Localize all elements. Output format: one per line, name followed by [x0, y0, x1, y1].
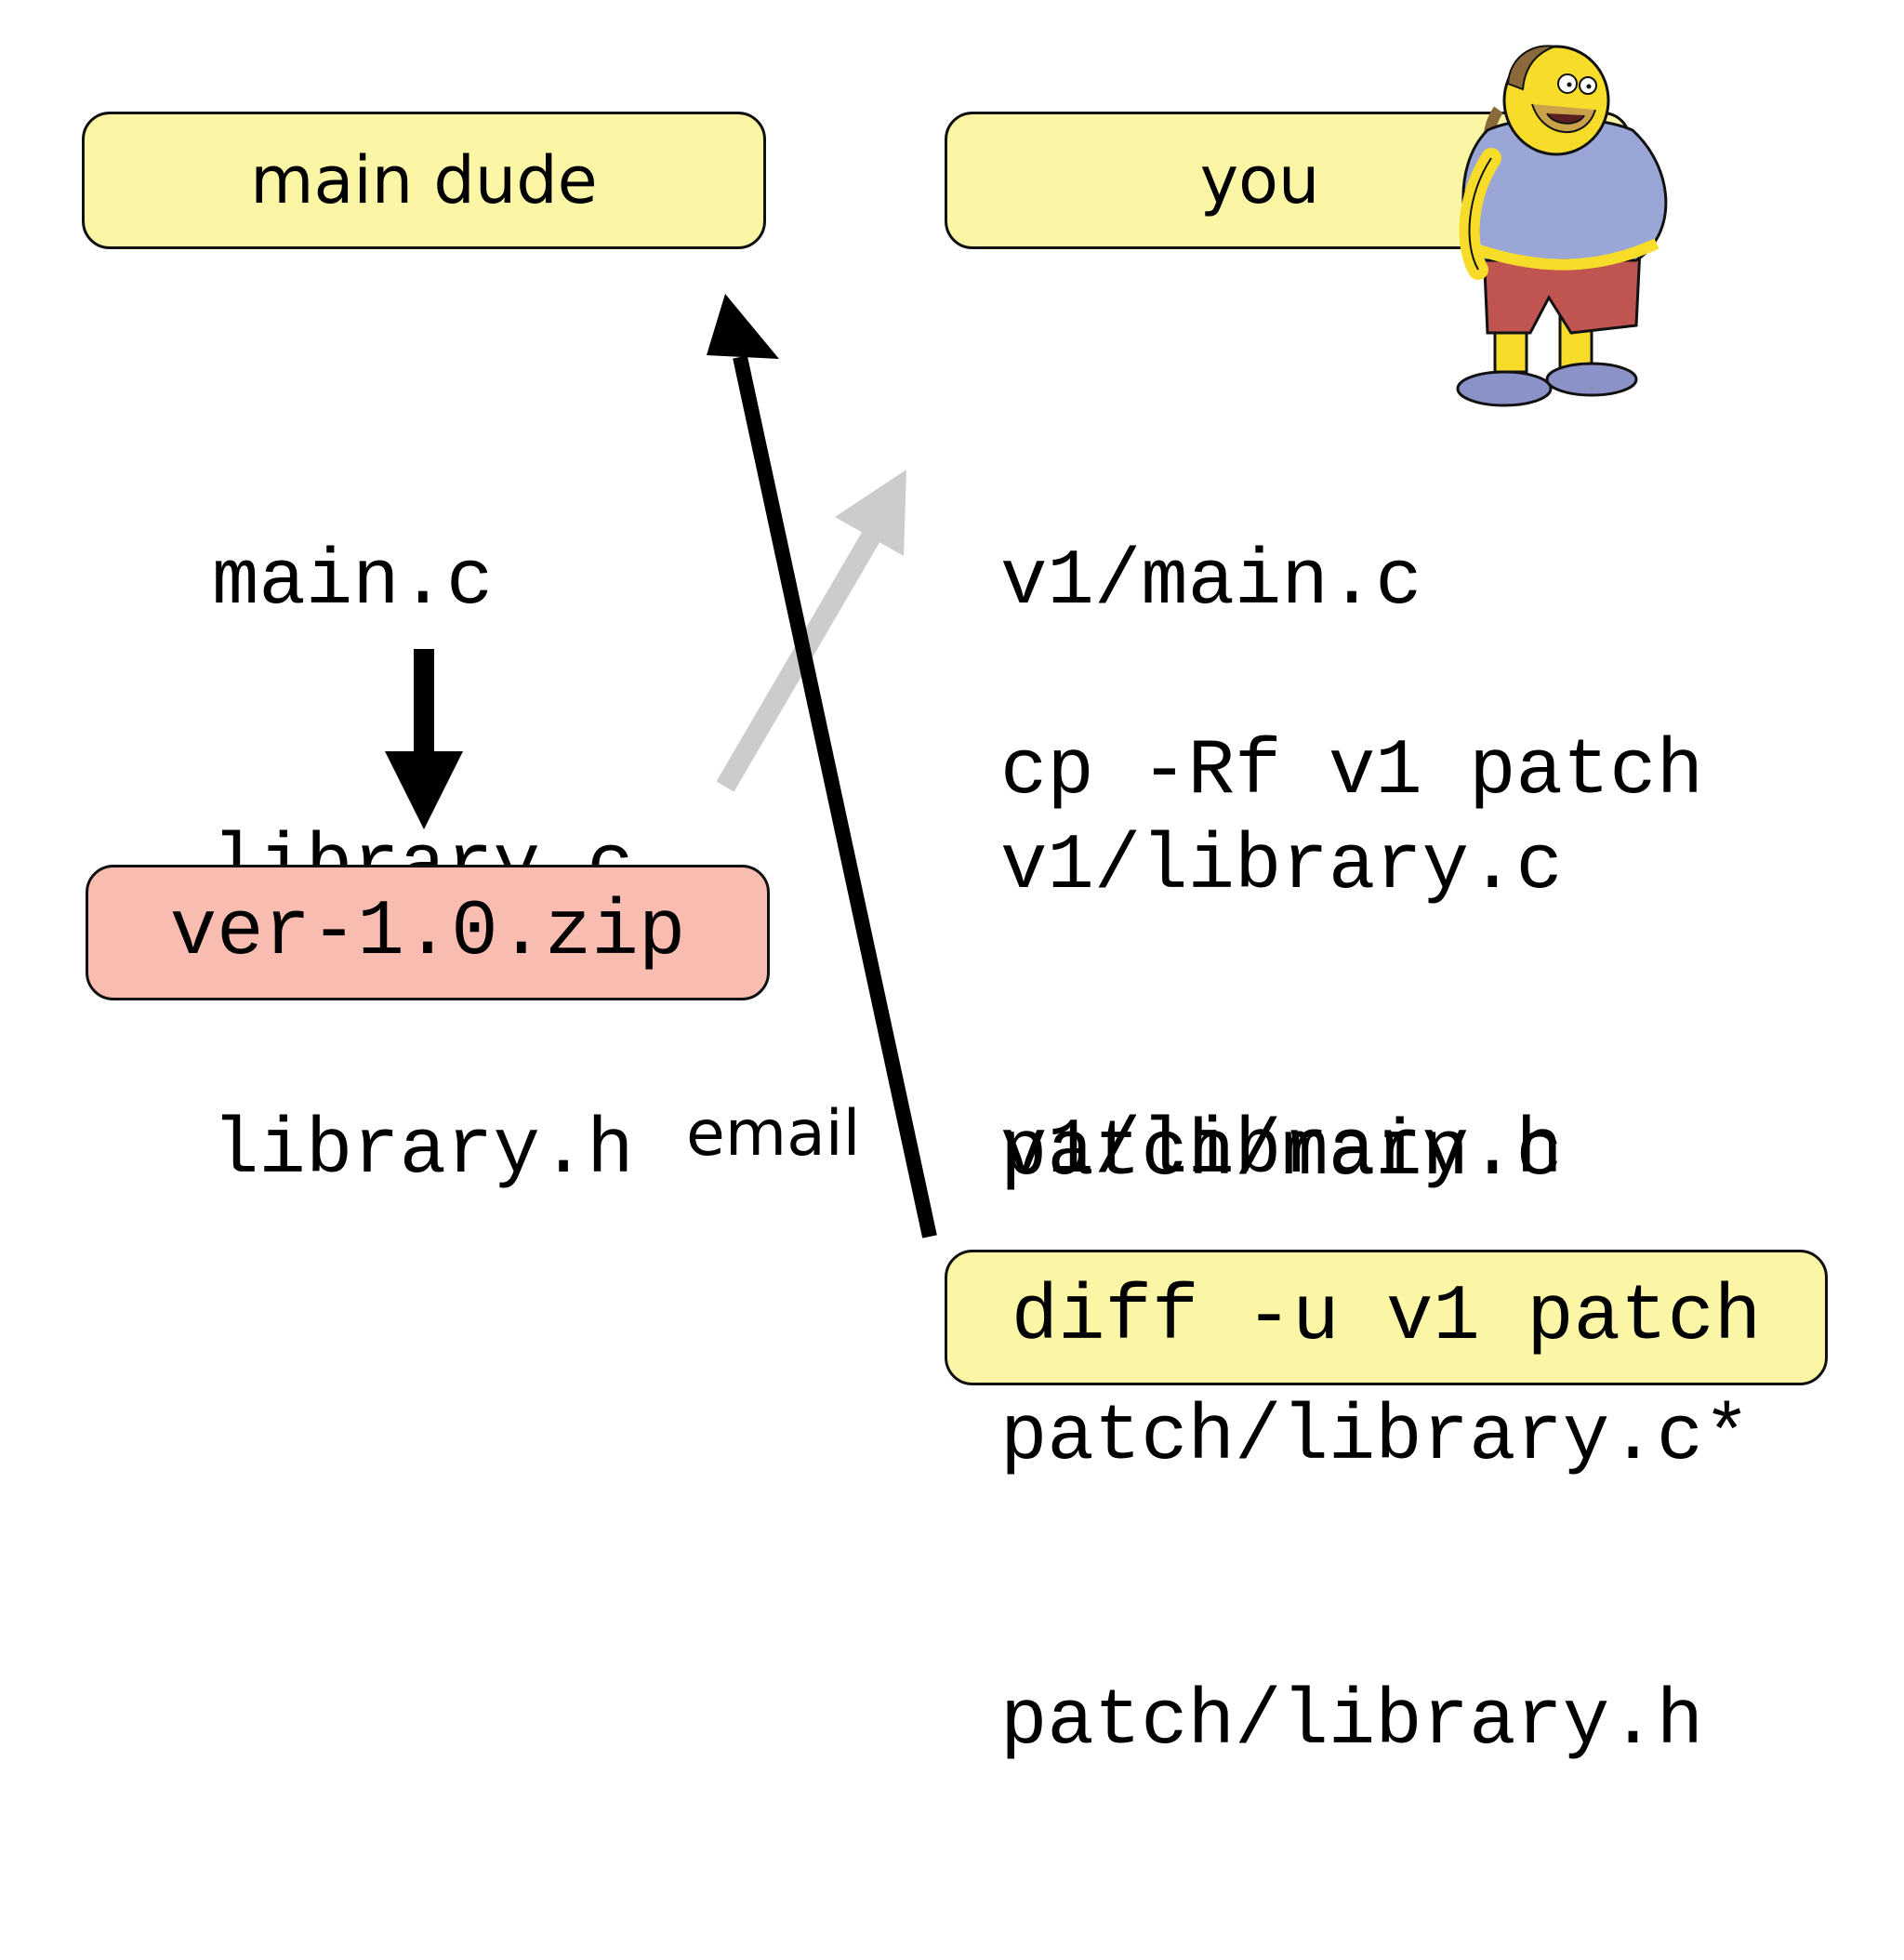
file-v1-library-h: v1/library.h — [1000, 1107, 1563, 1196]
file-v1-library-c: v1/library.c — [1000, 823, 1563, 911]
email-arrow — [707, 294, 937, 1238]
file-main-c: main.c — [212, 538, 494, 627]
zip-archive-box: ver-1.0.zip — [86, 865, 770, 1000]
diagram-canvas: main dude you main.c — [82, 45, 1828, 1767]
file-patch-library-h: patch/library.h — [1000, 1678, 1704, 1767]
email-label: email — [686, 1097, 861, 1171]
file-v1-main-c: v1/main.c — [1000, 538, 1422, 627]
main-dude-label: main dude — [250, 142, 598, 219]
down-arrow — [385, 649, 463, 829]
v1-file-list: v1/main.c v1/library.c v1/library.h — [1000, 346, 1563, 1389]
comic-book-guy-illustration — [1456, 45, 1668, 407]
arrows-layer — [385, 294, 937, 1238]
patch-file-list: patch/main.c patch/library.c* patch/libr… — [1000, 917, 1751, 1960]
you-label: you — [1199, 142, 1320, 219]
file-patch-library-c: patch/library.c* — [1000, 1394, 1751, 1482]
copy-command: cp -Rf v1 patch — [1000, 728, 1704, 816]
file-patch-main-c: patch/main.c — [1000, 1109, 1563, 1198]
file-library-h: library.h — [212, 1107, 634, 1196]
main-dude-box: main dude — [82, 112, 766, 249]
diff-label: diff -u v1 patch — [1011, 1273, 1762, 1362]
zip-label: ver-1.0.zip — [169, 888, 686, 977]
diff-command-box: diff -u v1 patch — [945, 1250, 1828, 1385]
